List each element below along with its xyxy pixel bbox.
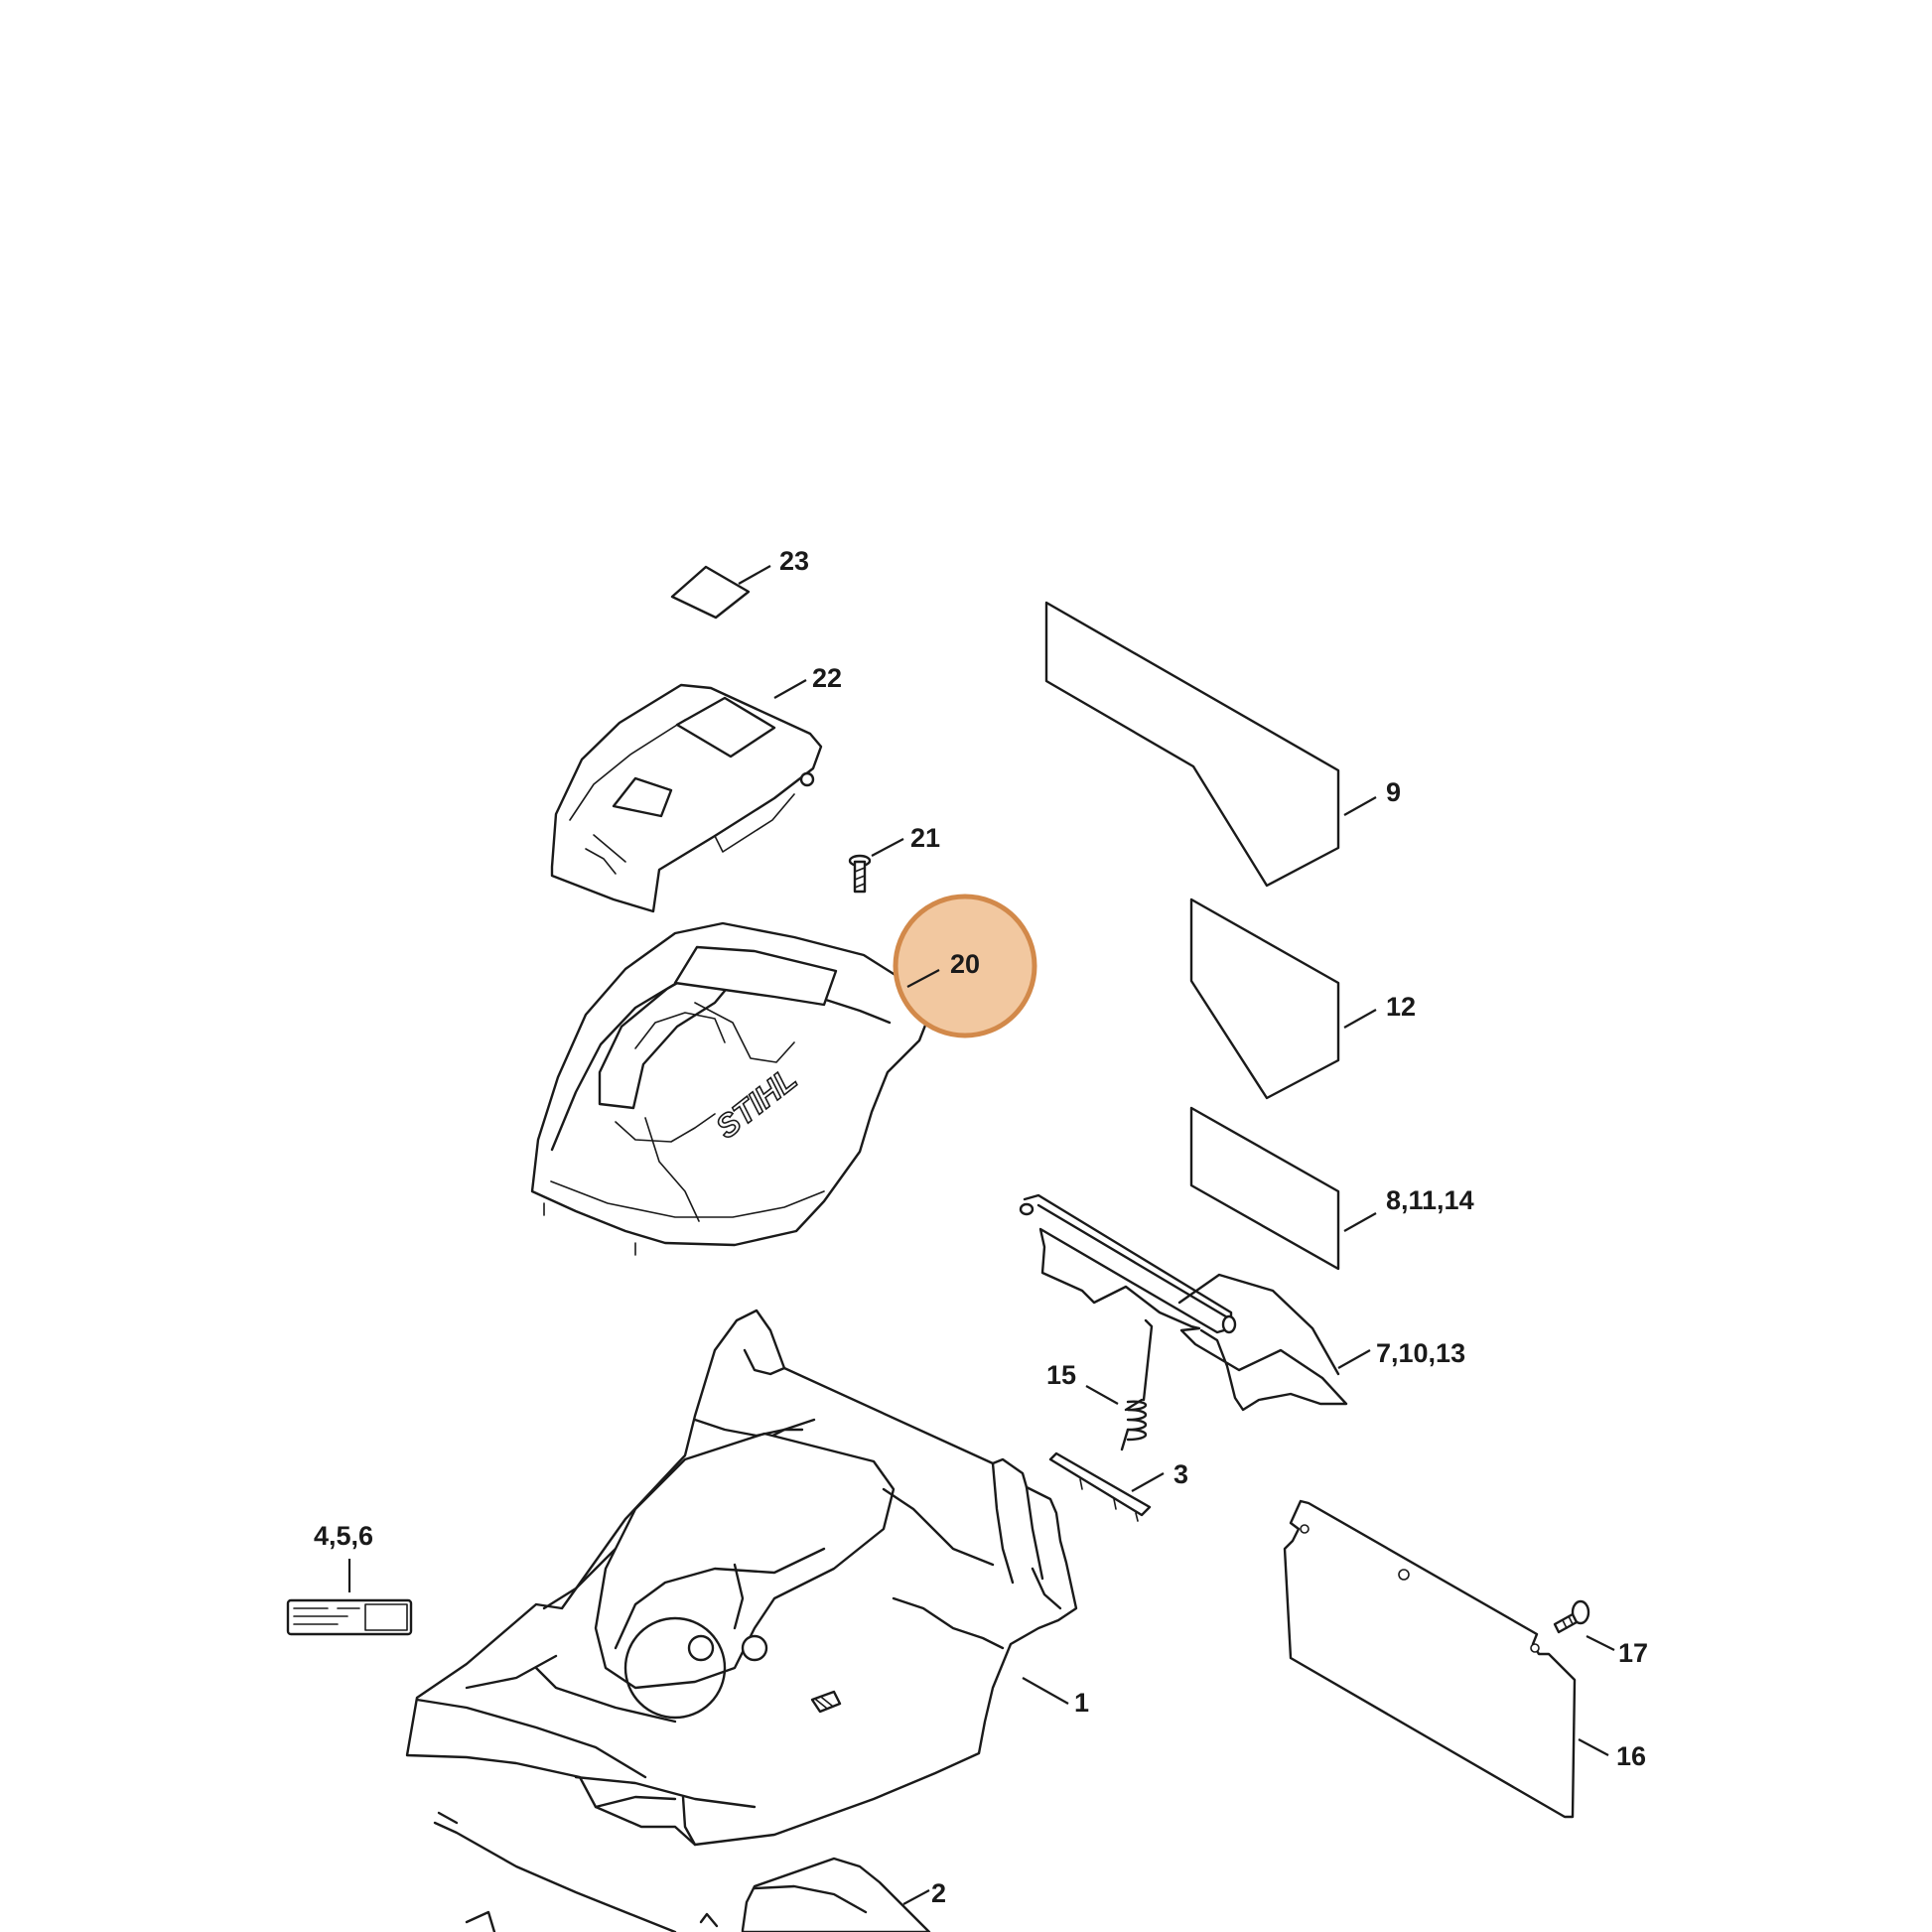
callout-15: 15 (1046, 1360, 1076, 1390)
callout-8-11-14: 8,11,14 (1386, 1185, 1474, 1215)
highlight-circle (893, 894, 1037, 1038)
callout-9: 9 (1386, 777, 1401, 807)
part-20-housing-hood[interactable] (530, 921, 932, 1256)
callout-1: 1 (1074, 1688, 1089, 1718)
callout-17: 17 (1618, 1638, 1648, 1668)
part-17-screw[interactable] (1553, 1599, 1590, 1634)
part-16-rear-flap[interactable] (1283, 1499, 1577, 1819)
callout-12: 12 (1386, 992, 1416, 1022)
callout-3: 3 (1173, 1459, 1188, 1489)
part-7-10-13-flap[interactable] (1019, 1193, 1348, 1412)
callout-4-5-6: 4,5,6 (314, 1521, 373, 1551)
callout-2: 2 (931, 1878, 946, 1908)
callout-22: 22 (812, 663, 842, 693)
part-1-mower-deck[interactable] (405, 1309, 1078, 1847)
part-2-lower-part[interactable] (433, 1811, 931, 1932)
callout-21: 21 (910, 823, 940, 853)
callout-16: 16 (1616, 1741, 1646, 1771)
callout-23: 23 (779, 546, 809, 576)
part-8-11-14-panel[interactable] (1189, 1106, 1340, 1271)
callout-7-10-13: 7,10,13 (1376, 1338, 1465, 1368)
part-4-5-6-rating-plate[interactable] (286, 1598, 413, 1636)
part-3-bracket[interactable] (1048, 1451, 1152, 1522)
part-9-panel[interactable] (1044, 601, 1340, 888)
part-12-panel[interactable] (1189, 897, 1340, 1100)
part-23-label[interactable] (670, 565, 751, 620)
part-22-top-cover[interactable] (550, 683, 823, 913)
callout-20[interactable]: 20 (950, 949, 980, 979)
part-15-spring[interactable] (1120, 1318, 1154, 1451)
part-21-screw[interactable] (848, 854, 872, 894)
